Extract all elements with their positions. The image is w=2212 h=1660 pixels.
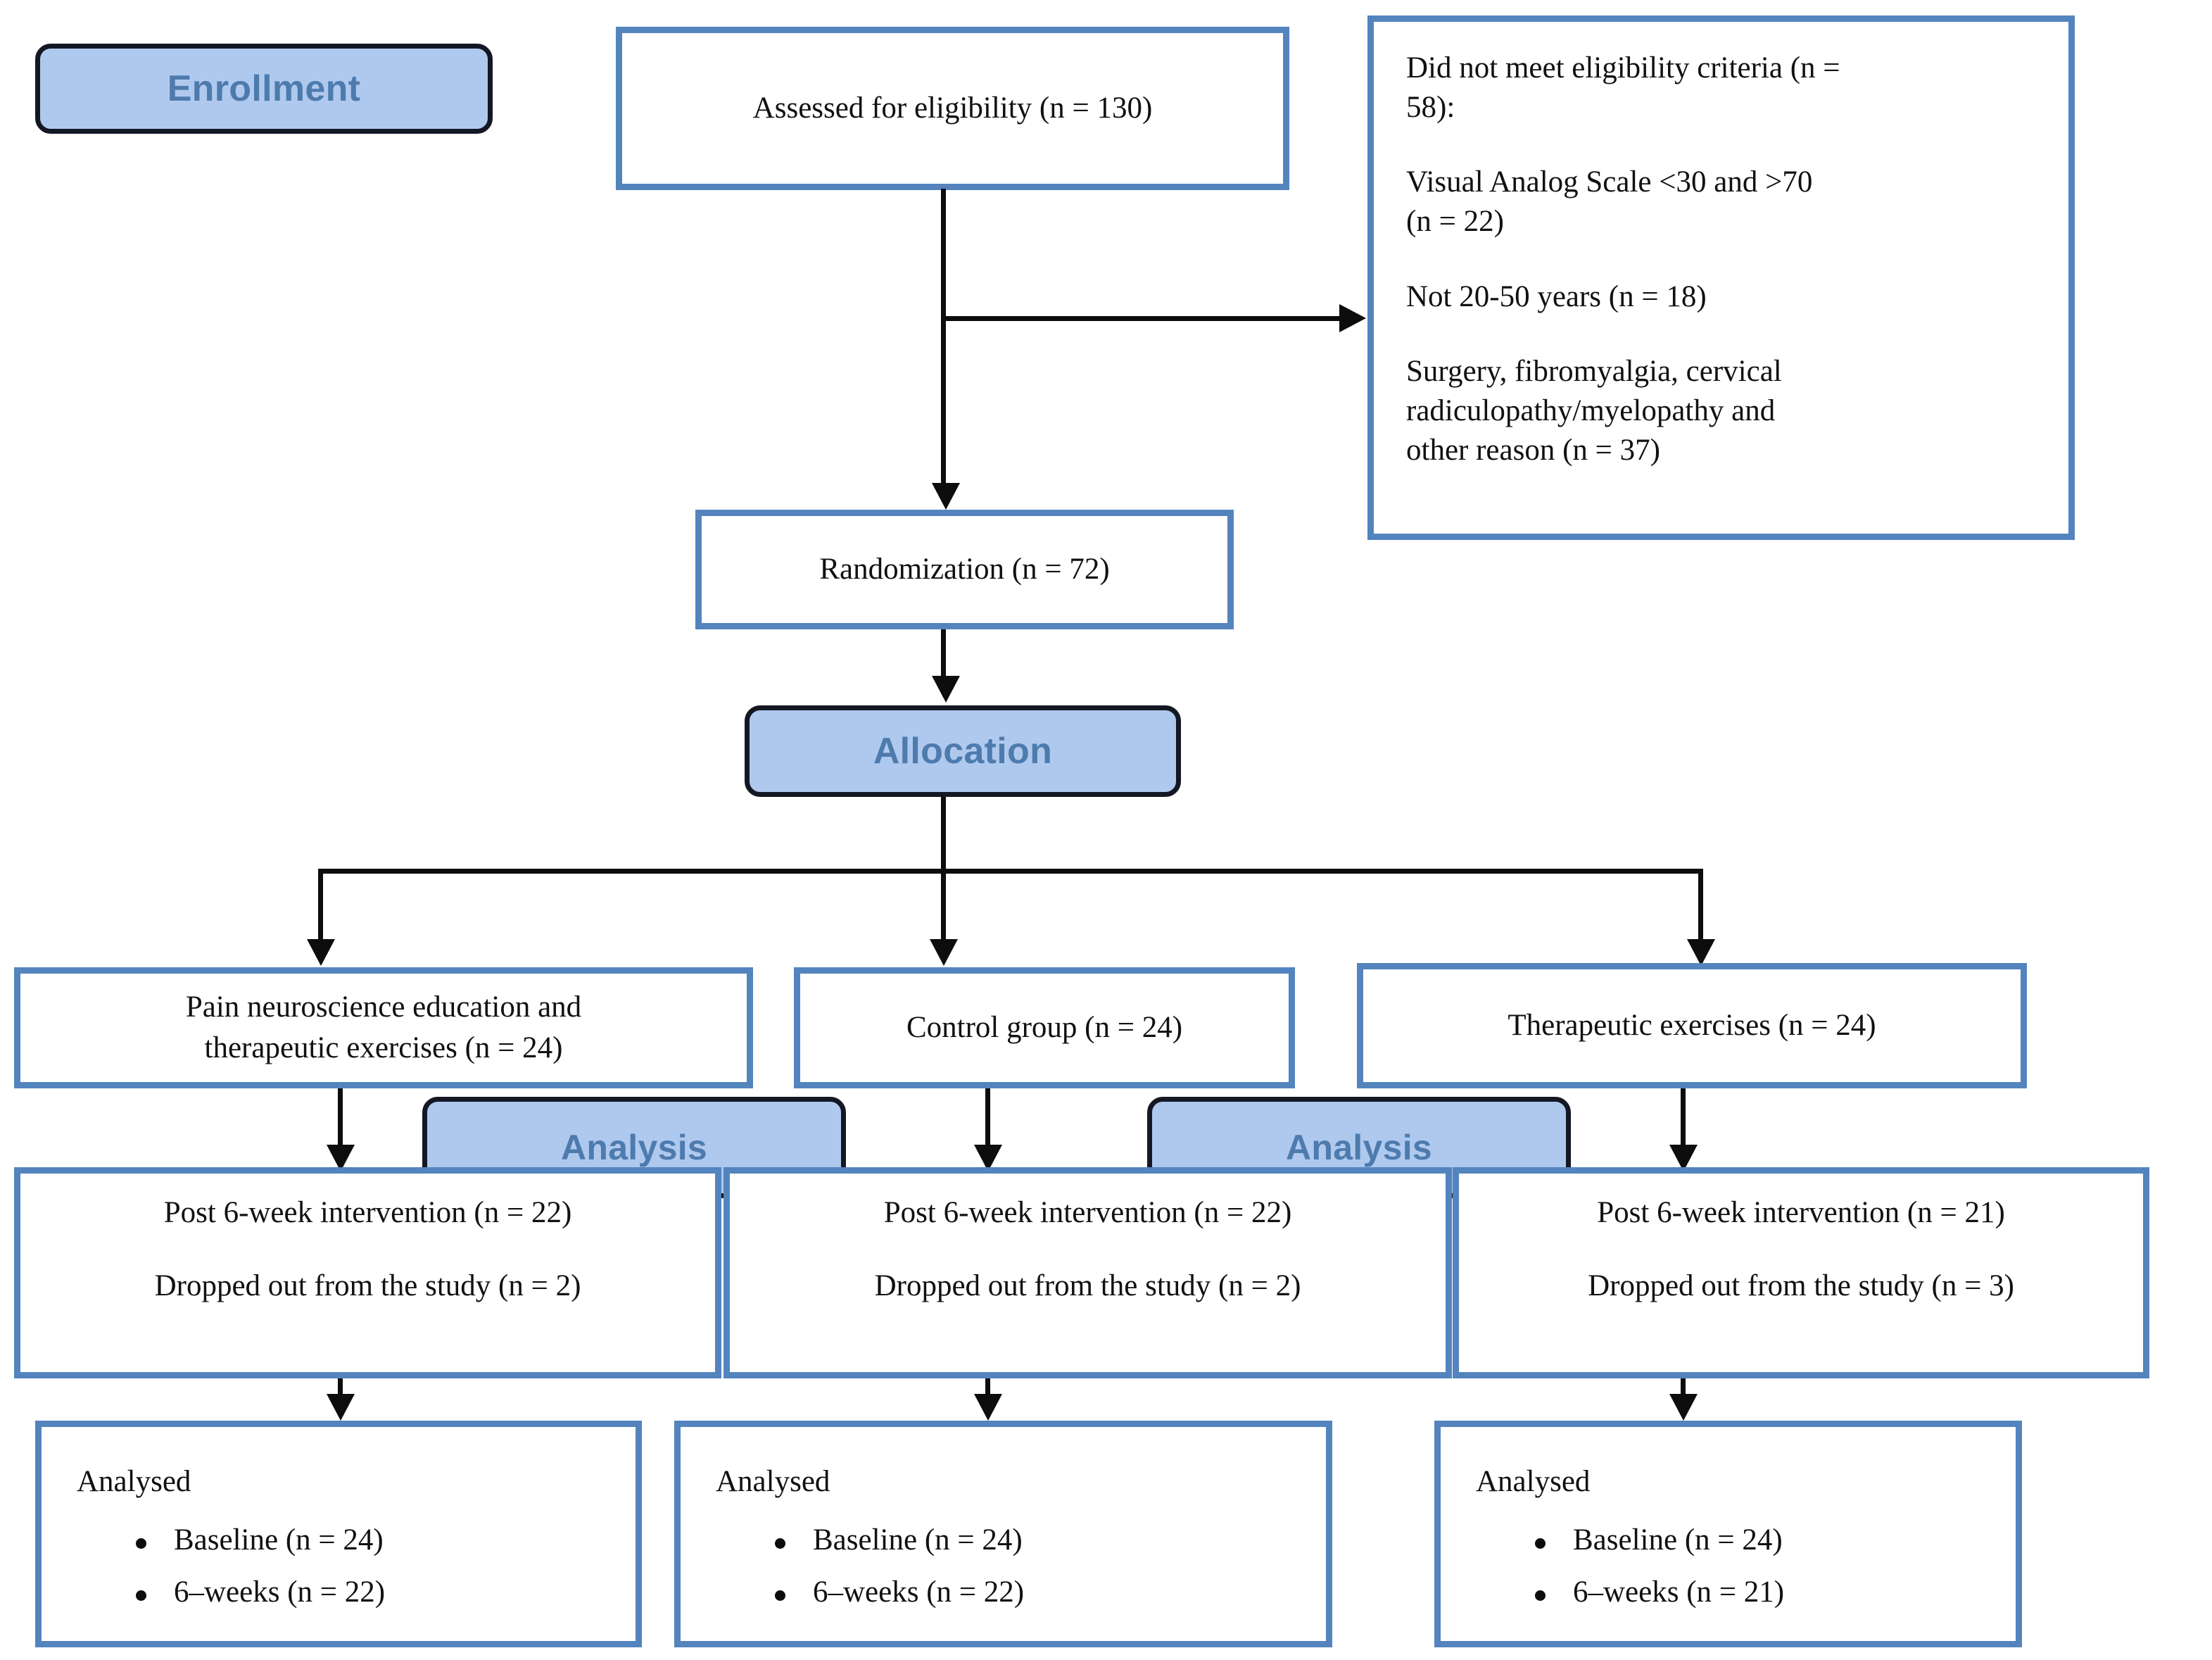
connector-split-middle xyxy=(941,869,946,943)
list-item: Baseline (n = 24) xyxy=(135,1523,385,1557)
connector-te-to-post xyxy=(1681,1088,1686,1149)
arrow-post-to-analysed-control xyxy=(974,1394,1002,1421)
post-te-line1: Post 6-week intervention (n = 21) xyxy=(1597,1196,2005,1229)
group-te-line1: Therapeutic exercises (n = 24) xyxy=(1508,1008,1876,1042)
group-box-te: Therapeutic exercises (n = 24) xyxy=(1357,963,2027,1088)
stage-badge-enrollment-label: Enrollment xyxy=(167,68,361,109)
analysed-pne-te-list: Baseline (n = 24) 6–weeks (n = 22) xyxy=(77,1523,385,1609)
connector-split-right xyxy=(1698,869,1703,943)
arrow-pne-te-to-post xyxy=(327,1145,355,1171)
arrow-te-to-post xyxy=(1669,1145,1698,1171)
connector-assessed-to-randomization xyxy=(941,189,946,484)
exclusion-reason1-line2: (n = 22) xyxy=(1406,205,1504,239)
randomization-box: Randomization (n = 72) xyxy=(695,510,1234,629)
stage-badge-analysis-right-label: Analysis xyxy=(1285,1128,1433,1167)
connector-allocation-trunk xyxy=(941,797,946,873)
connector-post-to-analysed-control xyxy=(985,1378,990,1397)
arrow-split-middle xyxy=(930,939,958,966)
post-pne-te-line1: Post 6-week intervention (n = 22) xyxy=(163,1196,572,1229)
arrow-randomization-to-allocation xyxy=(932,676,960,703)
analysed-box-te: Analysed Baseline (n = 24) 6–weeks (n = … xyxy=(1434,1421,2022,1647)
list-item: 6–weeks (n = 22) xyxy=(774,1575,1025,1609)
stage-badge-allocation: Allocation xyxy=(745,705,1181,797)
stage-badge-allocation-label: Allocation xyxy=(873,731,1053,772)
post-intervention-box-pne-te: Post 6-week intervention (n = 22) Droppe… xyxy=(14,1167,721,1378)
analysed-te-title: Analysed xyxy=(1476,1465,1591,1498)
post-intervention-box-te: Post 6-week intervention (n = 21) Droppe… xyxy=(1453,1167,2149,1378)
analysed-box-pne-te: Analysed Baseline (n = 24) 6–weeks (n = … xyxy=(35,1421,642,1647)
assessed-for-eligibility-box: Assessed for eligibility (n = 130) xyxy=(616,27,1289,190)
list-item: 6–weeks (n = 21) xyxy=(1534,1575,1785,1609)
arrow-post-to-analysed-pne-te xyxy=(327,1394,355,1421)
group-pne-te-line2: therapeutic exercises (n = 24) xyxy=(204,1031,563,1064)
exclusion-reasons-box: Did not meet eligibility criteria (n = 5… xyxy=(1367,15,2075,540)
connector-control-to-post xyxy=(985,1088,990,1149)
list-item: Baseline (n = 24) xyxy=(774,1523,1024,1557)
connector-randomization-to-allocation xyxy=(941,629,946,680)
analysed-pne-te-title: Analysed xyxy=(77,1465,191,1498)
analysed-te-list: Baseline (n = 24) 6–weeks (n = 21) xyxy=(1476,1523,1784,1609)
connector-allocation-split-bar xyxy=(318,869,1703,874)
group-control-line1: Control group (n = 24) xyxy=(906,1010,1183,1044)
connector-post-to-analysed-te xyxy=(1681,1378,1686,1397)
exclusion-heading-line2: 58): xyxy=(1406,91,1455,125)
exclusion-reason1-line1: Visual Analog Scale <30 and >70 xyxy=(1406,165,1813,199)
assessed-for-eligibility-text: Assessed for eligibility (n = 130) xyxy=(752,91,1153,125)
connector-split-left xyxy=(318,869,323,943)
randomization-text: Randomization (n = 72) xyxy=(819,552,1110,586)
arrow-split-left xyxy=(307,939,335,966)
analysed-control-title: Analysed xyxy=(716,1465,830,1498)
stage-badge-analysis-left-label: Analysis xyxy=(560,1128,708,1167)
arrow-control-to-post xyxy=(974,1145,1002,1171)
group-box-pne-te: Pain neuroscience education and therapeu… xyxy=(14,967,753,1088)
arrow-to-exclusion-box xyxy=(1339,304,1366,332)
exclusion-heading-line1: Did not meet eligibility criteria (n = xyxy=(1406,51,1840,84)
analysed-control-list: Baseline (n = 24) 6–weeks (n = 22) xyxy=(716,1523,1024,1609)
post-intervention-box-control: Post 6-week intervention (n = 22) Droppe… xyxy=(723,1167,1452,1378)
group-box-control: Control group (n = 24) xyxy=(794,967,1295,1088)
exclusion-reason2: Not 20-50 years (n = 18) xyxy=(1406,279,1707,313)
exclusion-reason3-line1: Surgery, fibromyalgia, cervical xyxy=(1406,354,1782,388)
analysed-box-control: Analysed Baseline (n = 24) 6–weeks (n = … xyxy=(674,1421,1332,1647)
arrow-assessed-to-randomization xyxy=(932,483,960,510)
connector-post-to-analysed-pne-te xyxy=(338,1378,343,1397)
arrow-post-to-analysed-te xyxy=(1669,1394,1698,1421)
list-item: Baseline (n = 24) xyxy=(1534,1523,1784,1557)
exclusion-reason3-line2: radiculopathy/myelopathy and xyxy=(1406,394,1776,427)
list-item: 6–weeks (n = 22) xyxy=(135,1575,386,1609)
exclusion-reason3-line3: other reason (n = 37) xyxy=(1406,434,1660,467)
post-control-line1: Post 6-week intervention (n = 22) xyxy=(883,1196,1292,1229)
post-pne-te-line2: Dropped out from the study (n = 2) xyxy=(154,1269,581,1303)
arrow-split-right xyxy=(1687,939,1715,966)
connector-to-exclusion-box xyxy=(943,316,1341,321)
stage-badge-enrollment: Enrollment xyxy=(35,44,493,134)
post-te-line2: Dropped out from the study (n = 3) xyxy=(1588,1269,2014,1303)
group-pne-te-line1: Pain neuroscience education and xyxy=(185,990,582,1024)
post-control-line2: Dropped out from the study (n = 2) xyxy=(874,1269,1301,1303)
connector-pne-te-to-post xyxy=(338,1088,343,1149)
